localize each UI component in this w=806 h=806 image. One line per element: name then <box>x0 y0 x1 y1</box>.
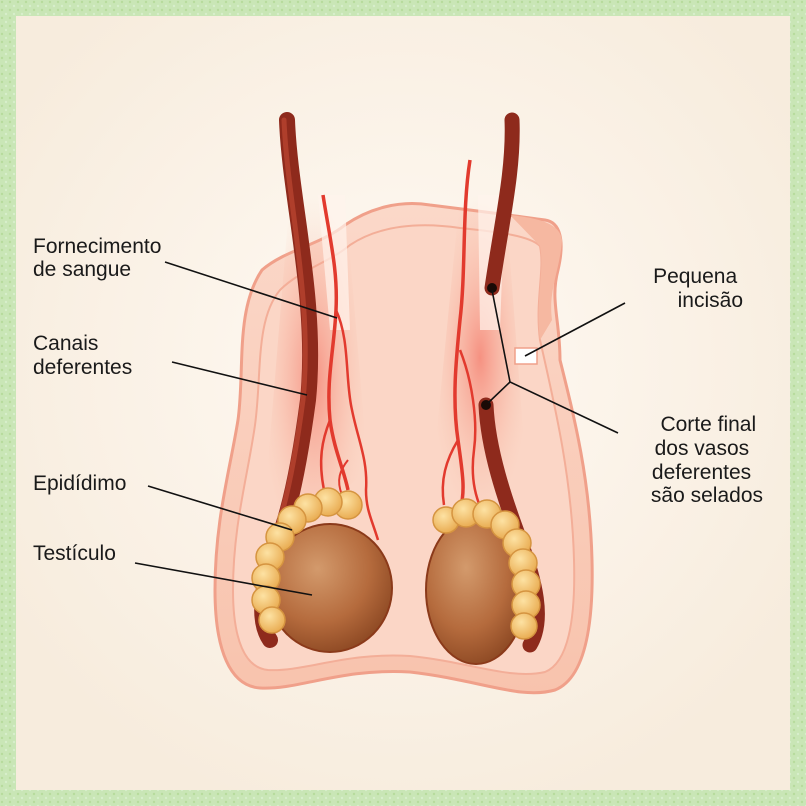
right-artery-branch-1 <box>458 349 488 521</box>
label-testicle: Testículo <box>33 542 116 565</box>
label-sealed-ends: Corte final dos vasos deferentes são sel… <box>651 413 763 507</box>
left-artery-branch-2 <box>319 419 332 491</box>
left-artery-main <box>321 194 350 491</box>
leader-testicle <box>134 562 313 596</box>
right-glow <box>430 195 530 520</box>
label-small-incision: Pequena incisão <box>653 265 743 312</box>
right-epididymis <box>432 498 541 640</box>
right-artery-main <box>453 159 472 511</box>
leader-small-incision <box>524 302 626 357</box>
right-artery-branch-2 <box>441 439 460 506</box>
leader-lines <box>134 261 626 596</box>
label-vas-deferens: Canais deferentes <box>33 332 132 379</box>
right-side <box>425 112 545 665</box>
label-epididymis: Epidídimo <box>33 472 126 495</box>
left-epididymis <box>251 487 363 634</box>
leader-vas-deferens <box>171 361 308 396</box>
right-vas-upper <box>484 112 520 296</box>
left-artery-branch-1 <box>334 309 380 541</box>
leader-blood-supply <box>164 261 338 319</box>
left-side <box>251 112 393 653</box>
left-vas-highlight <box>270 117 308 543</box>
leader-epididymis <box>147 485 293 531</box>
scrotum-fold <box>510 215 562 340</box>
label-blood-supply: Fornecimento de sangue <box>33 235 167 281</box>
left-artery-branch-3 <box>338 459 349 496</box>
leader-sealed-lower <box>487 381 511 404</box>
right-vas-sealed-end-upper <box>487 283 497 293</box>
labels: Fornecimento de sangue Canais deferentes… <box>33 235 763 565</box>
